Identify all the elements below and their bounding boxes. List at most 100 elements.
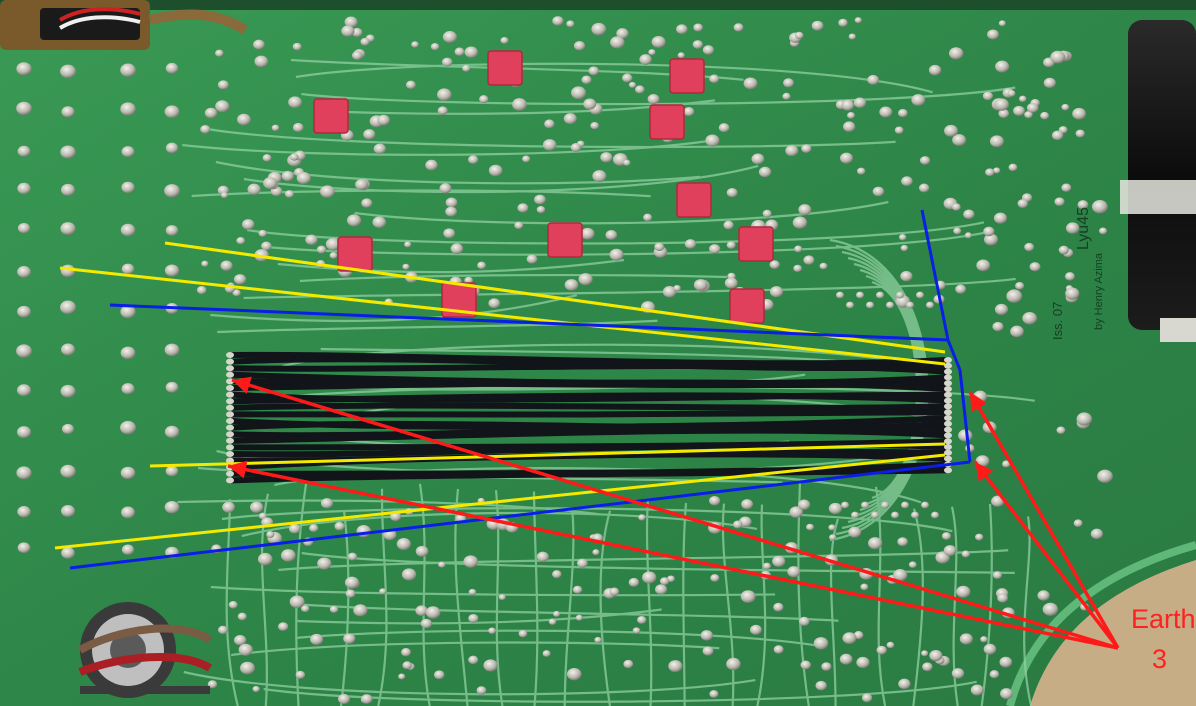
- solder-joint: [1018, 95, 1027, 103]
- solder-joint: [594, 636, 602, 643]
- solder-joint: [237, 113, 251, 126]
- solder-joint: [445, 206, 457, 217]
- wire-end: [226, 477, 234, 484]
- solder-joint: [794, 31, 804, 40]
- solder-joint: [310, 633, 324, 645]
- solder-joint: [257, 552, 273, 566]
- solder-joint: [956, 585, 971, 598]
- solder-joint: [881, 501, 889, 509]
- solder-joint: [648, 49, 656, 56]
- solder-joint: [628, 81, 637, 88]
- trace: [645, 498, 653, 706]
- trace: [301, 551, 1015, 574]
- solder-joint: [571, 86, 587, 100]
- solder-joint: [989, 135, 1004, 148]
- solder-joint: [992, 571, 1003, 579]
- solder-joint: [829, 534, 837, 541]
- solder-joint: [261, 241, 272, 251]
- solder-joint: [237, 612, 247, 621]
- solder-joint: [281, 170, 294, 182]
- solder-joint: [488, 298, 501, 309]
- solder-joint: [901, 501, 909, 509]
- trace: [217, 319, 658, 334]
- film-capacitor: [649, 104, 685, 140]
- solder-joint: [329, 605, 339, 613]
- solder-joint: [437, 88, 452, 101]
- solder-joint: [578, 273, 593, 286]
- solder-joint: [60, 64, 76, 79]
- solder-joint: [683, 107, 695, 117]
- red-earth-arrow-head: [970, 392, 987, 413]
- solder-joint: [522, 155, 531, 163]
- solder-joint: [526, 254, 538, 264]
- solder-joint: [479, 95, 489, 104]
- solder-joint: [121, 544, 135, 555]
- solder-joint: [600, 152, 613, 163]
- solder-joint: [316, 245, 327, 254]
- solder-joint: [828, 502, 843, 515]
- solder-joint: [396, 537, 411, 551]
- solder-joint: [201, 260, 209, 267]
- solder-joint: [1026, 102, 1039, 113]
- solder-joint: [442, 30, 457, 43]
- solder-joint: [320, 185, 335, 198]
- blue-annotation-line: [920, 209, 950, 341]
- solder-joint: [847, 112, 855, 119]
- solder-joint: [773, 602, 784, 612]
- solder-joint: [443, 228, 456, 239]
- wire-end: [226, 398, 234, 405]
- solder-joint: [634, 85, 645, 94]
- solder-joint: [801, 144, 812, 153]
- solder-joint: [164, 500, 180, 514]
- solder-joint: [347, 552, 358, 561]
- solder-joint: [575, 614, 583, 621]
- solder-joint: [896, 291, 904, 299]
- solder-joint: [609, 587, 620, 596]
- solder-joint: [906, 301, 914, 309]
- solder-joint: [164, 425, 180, 438]
- wire-end: [944, 438, 952, 445]
- jumper-wire: [229, 427, 949, 444]
- solder-joint: [325, 237, 341, 251]
- solder-joint: [772, 555, 786, 567]
- board-dark-edge: [0, 0, 1196, 10]
- solder-joint: [334, 521, 345, 531]
- trace: [230, 641, 720, 657]
- solder-joint: [976, 259, 991, 272]
- solder-joint: [632, 627, 641, 634]
- solder-joint: [483, 659, 498, 672]
- wire-end: [944, 432, 952, 439]
- wire-end: [944, 362, 952, 369]
- solder-joint: [836, 291, 844, 299]
- solder-joint: [222, 501, 236, 513]
- solder-joint: [1006, 289, 1023, 303]
- solder-joint: [220, 192, 228, 199]
- solder-joint: [258, 229, 267, 237]
- solder-joint: [622, 73, 633, 83]
- trace: [295, 62, 933, 94]
- solder-joint: [838, 18, 848, 27]
- solder-joint: [911, 511, 919, 519]
- solder-joint: [872, 186, 885, 197]
- solder-joint: [997, 593, 1009, 603]
- solder-joint: [994, 98, 1009, 111]
- wire-end: [226, 365, 234, 372]
- trace: [278, 549, 1009, 572]
- solder-joint: [120, 466, 136, 480]
- solder-joint: [17, 305, 31, 318]
- red-earth-arrow: [973, 460, 1120, 650]
- wire-end: [226, 411, 234, 418]
- trace: [215, 160, 701, 185]
- solder-joint: [1073, 519, 1083, 527]
- solder-joint: [992, 321, 1004, 332]
- trace: [295, 629, 817, 647]
- solder-joint: [220, 260, 233, 271]
- solder-joint: [919, 156, 931, 165]
- solder-joint: [702, 45, 714, 55]
- film-capacitor: [313, 98, 349, 134]
- solder-joint: [61, 106, 75, 118]
- trace: [210, 294, 578, 323]
- solder-joint: [462, 64, 471, 72]
- solder-joint: [295, 670, 306, 679]
- jumper-wire: [229, 362, 949, 375]
